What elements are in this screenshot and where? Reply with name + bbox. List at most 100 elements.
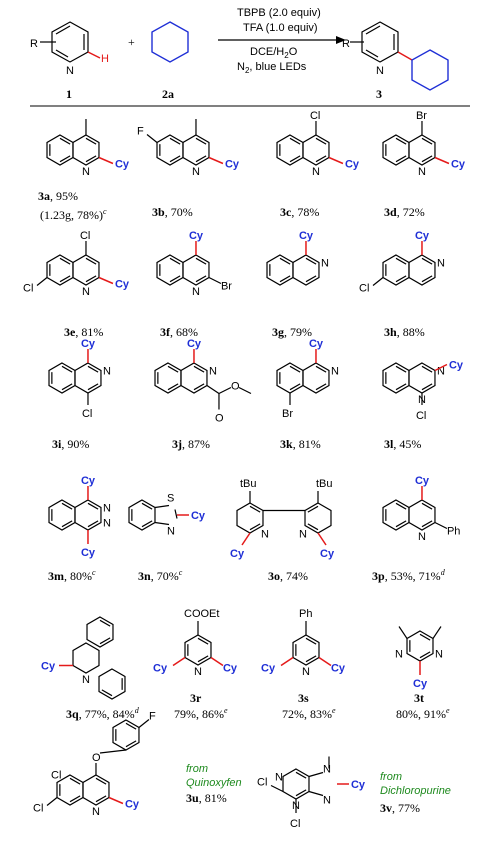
bond-line bbox=[421, 383, 433, 391]
n-atom: N bbox=[437, 258, 445, 270]
bond-line bbox=[197, 655, 209, 663]
ring-bond bbox=[302, 362, 330, 394]
bond-line bbox=[421, 137, 433, 145]
ring-bond bbox=[408, 134, 436, 166]
bond-line bbox=[87, 383, 99, 391]
bond-line bbox=[206, 385, 220, 394]
bond-line bbox=[395, 502, 407, 510]
bond-line bbox=[421, 155, 433, 163]
ring-bond bbox=[74, 362, 102, 394]
cy-group: Cy bbox=[351, 779, 366, 791]
entry-3o-label: 3o, 74% bbox=[268, 569, 308, 583]
atom-label: Br bbox=[416, 110, 427, 122]
bond-line bbox=[169, 275, 181, 283]
cy-group: Cy bbox=[81, 547, 96, 559]
bond-line bbox=[210, 656, 224, 667]
ring-bond bbox=[276, 134, 304, 166]
entry-3e-label: 3e, 81% bbox=[64, 325, 103, 339]
bond-line bbox=[87, 502, 99, 510]
plus-sign: + bbox=[128, 35, 135, 49]
bond-line bbox=[195, 275, 207, 283]
bond-line bbox=[279, 275, 291, 283]
bond-line bbox=[398, 626, 408, 639]
entry-3r-yield: 79%, 86%e bbox=[174, 706, 228, 721]
cy-group: Cy bbox=[153, 663, 168, 675]
atom-label: S bbox=[167, 493, 174, 505]
atom-label: O bbox=[92, 752, 101, 764]
ring-bond bbox=[112, 719, 140, 751]
bond-line bbox=[172, 656, 186, 667]
bond-line bbox=[61, 502, 73, 510]
entry-3s-yield: 72%, 83%e bbox=[282, 706, 336, 721]
bond-line bbox=[241, 532, 251, 546]
cy-group: Cy bbox=[230, 548, 245, 560]
cy-group: Cy bbox=[189, 230, 204, 242]
cy-group: Cy bbox=[223, 663, 238, 675]
entry-3v-source-1: from bbox=[380, 771, 402, 783]
bond-line bbox=[270, 784, 284, 793]
n-atom: N bbox=[437, 366, 445, 378]
bond-line bbox=[61, 520, 73, 528]
bond-line bbox=[249, 505, 261, 513]
ring-bond bbox=[98, 668, 126, 700]
ring-bond bbox=[382, 134, 410, 166]
bond-line bbox=[289, 383, 301, 391]
atom-label: Br bbox=[282, 408, 293, 420]
entry-3a-label: 3a, 95% bbox=[38, 189, 78, 203]
bond-line bbox=[395, 137, 407, 145]
bond-line bbox=[395, 275, 407, 283]
bond-line bbox=[328, 156, 344, 165]
structure-3a: NCy bbox=[46, 119, 130, 178]
bond-line bbox=[395, 383, 407, 391]
entry-3r-id: 3r bbox=[190, 691, 202, 705]
cy-group: Cy bbox=[309, 338, 324, 350]
bond-line bbox=[98, 156, 114, 165]
bond-line bbox=[238, 386, 252, 395]
bond-line bbox=[195, 155, 207, 163]
conditions-line-3: DCE/H2O bbox=[250, 46, 298, 60]
ring-bond bbox=[382, 254, 410, 286]
ring-bond bbox=[82, 774, 110, 806]
ring-bond bbox=[72, 254, 100, 286]
bond-line bbox=[169, 137, 181, 145]
bond-line bbox=[305, 257, 317, 265]
entry-3i-label: 3i, 90% bbox=[52, 437, 89, 451]
entry-labels: 3a, 95% (1.23g, 78%)c 3b, 70% 3c, 78% 3d… bbox=[38, 189, 451, 815]
ring-bond bbox=[266, 254, 294, 286]
entry-3p-label: 3p, 53%, 71%d bbox=[372, 568, 446, 583]
bond-line bbox=[98, 276, 114, 285]
ring-bond bbox=[128, 499, 156, 531]
n-atom: N bbox=[395, 649, 403, 661]
n-atom: N bbox=[261, 529, 269, 541]
atom-label: F bbox=[149, 711, 156, 723]
n-atom: N bbox=[103, 518, 111, 530]
product-3-label: 3 bbox=[376, 87, 382, 101]
atom-label: Cl bbox=[257, 777, 267, 789]
n-atom: N bbox=[82, 674, 90, 686]
n-atom: N bbox=[323, 764, 331, 776]
bond-line bbox=[318, 656, 332, 667]
bond-line bbox=[279, 257, 291, 265]
bond-line bbox=[99, 749, 127, 754]
bond-line bbox=[289, 155, 301, 163]
bond-line bbox=[208, 276, 222, 285]
n-atom: N bbox=[82, 286, 90, 298]
bond-line bbox=[289, 137, 301, 145]
ring-bond bbox=[72, 134, 100, 166]
bond-line bbox=[434, 521, 448, 530]
reactant-1-label: 1 bbox=[66, 87, 72, 101]
product-general: N R 3 bbox=[342, 21, 449, 101]
entry-3u-source-2: Quinoxyfen bbox=[186, 777, 242, 789]
atom-label: Cl bbox=[359, 283, 369, 295]
entry-3v-label: 3v, 77% bbox=[380, 801, 420, 815]
bond-line bbox=[85, 155, 97, 163]
bond-line bbox=[295, 789, 307, 797]
bond-line bbox=[69, 777, 81, 785]
structure-3q: NCy bbox=[41, 616, 126, 700]
n-atom: N bbox=[302, 666, 310, 678]
